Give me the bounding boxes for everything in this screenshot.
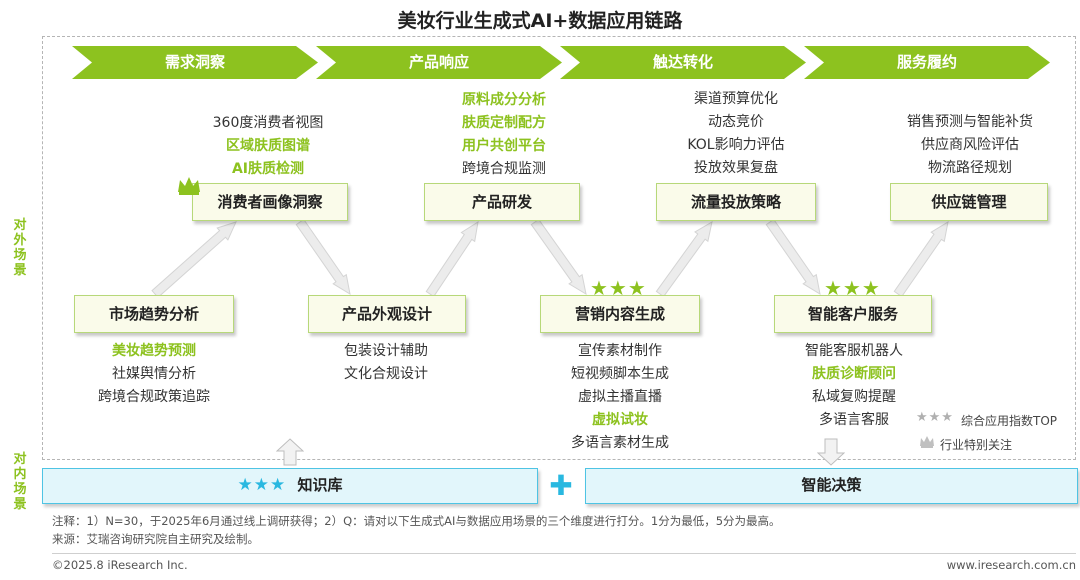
list-item: 多语言客服 [819, 412, 889, 428]
note-line-2: 来源：艾瑞咨询研究院自主研究及绘制。 [52, 532, 259, 546]
list-item: 虚拟试妆 [592, 412, 648, 428]
smart-decision-label: 智能决策 [801, 476, 862, 494]
list-consumer-insight: 360度消费者视图区域肤质图谱 AI肤质检测 [188, 112, 348, 181]
list-item: 投放效果复盘 [694, 160, 778, 176]
box-product-rd: 产品研发 [424, 183, 580, 221]
stage-chevron-1 [72, 46, 318, 79]
smart-decision-bar: 智能决策 [585, 468, 1078, 504]
list-item: 智能客服机器人 [805, 343, 903, 359]
legend-stars-text: 综合应用指数TOP [961, 414, 1058, 428]
flow-arrow [530, 218, 587, 296]
internal-scenario-label: 对内场景 [13, 452, 27, 512]
list-product-rd: 原料成分分析肤质定制配方用户共创平台跨境合规监测 [424, 89, 584, 181]
knowledge-base-stars: ★★★ [237, 475, 287, 495]
list-customer-service: 智能客服机器人肤质诊断顾问私域复购提醒多语言客服 [774, 340, 934, 432]
crown-icon [178, 177, 200, 195]
box-customer-service: 智能客户服务 [774, 295, 932, 333]
list-item: 物流路径规划 [928, 160, 1012, 176]
list-item: 美妆趋势预测 [112, 343, 196, 359]
list-item: 私域复购提醒 [812, 389, 896, 405]
list-item: 用户共创平台 [462, 138, 546, 154]
footer-copyright: ©2025.8 iResearch Inc. [52, 558, 188, 572]
flow-arrow [151, 221, 237, 299]
box-product-design: 产品外观设计 [308, 295, 466, 333]
box-traffic-strategy: 流量投放策略 [656, 183, 816, 221]
legend-crown-text: 行业特别关注 [940, 438, 1013, 452]
up-arrow-icon [276, 438, 304, 466]
box-marketing-content: 营销内容生成 [540, 295, 700, 333]
list-item: 肤质定制配方 [462, 115, 546, 131]
list-supply-chain: 销售预测与智能补货供应商风险评估物流路径规划 [880, 111, 1060, 180]
list-item: 区域肤质图谱 [226, 138, 310, 154]
knowledge-base-label: 知识库 [297, 476, 343, 494]
flow-arrow [893, 220, 949, 298]
list-item: 短视频脚本生成 [571, 366, 669, 382]
flow-arrow [425, 220, 479, 298]
stage-label-reach: 触达转化 [652, 53, 713, 71]
list-item: 宣传素材制作 [578, 343, 662, 359]
list-item: AI肤质检测 [231, 161, 305, 177]
list-item: 动态竞价 [708, 114, 764, 130]
external-scenario-label: 对外场景 [13, 218, 27, 278]
stage-chevron-3 [560, 46, 806, 79]
box-consumer-insight: 消费者画像洞察 [192, 183, 348, 221]
external-scenario-frame [42, 36, 1076, 460]
knowledge-base-bar: ★★★ 知识库 [42, 468, 538, 504]
stage-chevron-4 [804, 46, 1050, 79]
list-item: 肤质诊断顾问 [812, 366, 896, 382]
list-marketing-content: 宣传素材制作短视频脚本生成虚拟主播直播虚拟试妆多语言素材生成 [540, 340, 700, 455]
footer-divider [52, 553, 1076, 554]
list-item: 原料成分分析 [462, 92, 546, 108]
footer-url: www.iresearch.com.cn [946, 558, 1076, 572]
list-item: 渠道预算优化 [694, 91, 778, 107]
flow-arrow [655, 221, 713, 298]
legend-crown-icon [920, 436, 934, 448]
list-product-design: 包装设计辅助文化合规设计 [306, 340, 466, 386]
list-item: 销售预测与智能补货 [907, 114, 1033, 130]
legend-stars-icon: ★★★ [916, 410, 954, 425]
list-item: 供应商风险评估 [921, 137, 1019, 153]
list-item: 文化合规设计 [344, 366, 428, 382]
list-item: 多语言素材生成 [571, 435, 669, 451]
stage-label-service: 服务履约 [896, 53, 957, 71]
note-line-1: 注释：1）N=30，于2025年6月通过线上调研获得；2）Q：请对以下生成式AI… [52, 514, 781, 528]
list-traffic-strategy: 渠道预算优化动态竞价 KOL影响力评估投放效果复盘 [656, 88, 816, 180]
box-market-trend: 市场趋势分析 [74, 295, 234, 333]
list-item: 社媒舆情分析 [112, 366, 196, 382]
page-title: 美妆行业生成式AI+数据应用链路 [397, 10, 683, 32]
stage-chevron-2 [316, 46, 562, 79]
list-item: KOL影响力评估 [687, 137, 785, 153]
flow-arrow [295, 218, 351, 296]
list-item: 跨境合规政策追踪 [98, 389, 210, 405]
list-item: 包装设计辅助 [344, 343, 428, 359]
list-item: 360度消费者视图 [212, 115, 324, 131]
list-market-trend: 美妆趋势预测社媒舆情分析跨境合规政策追踪 [64, 340, 244, 409]
box-supply-chain: 供应链管理 [890, 183, 1048, 221]
flow-arrow [765, 218, 821, 296]
stage-label-demand: 需求洞察 [164, 53, 225, 71]
stage-label-product: 产品响应 [408, 53, 469, 71]
list-item: 虚拟主播直播 [578, 389, 662, 405]
plus-icon: ✚ [549, 469, 573, 502]
down-arrow-icon [817, 438, 845, 466]
list-item: 跨境合规监测 [462, 161, 546, 177]
